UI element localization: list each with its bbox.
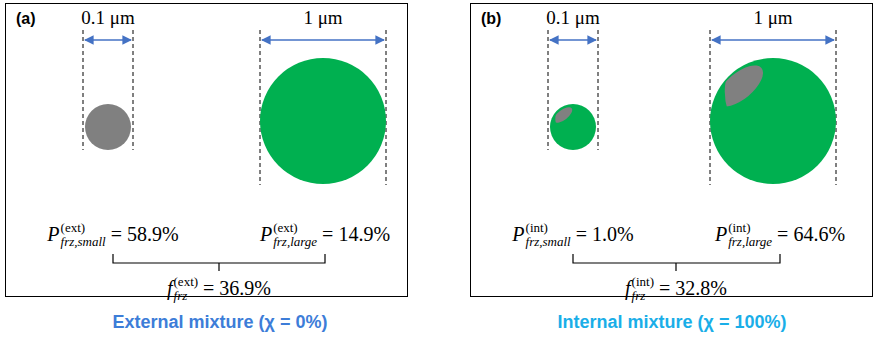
formula-symbol: P bbox=[260, 223, 272, 246]
large-particle bbox=[710, 58, 836, 184]
ins-inclusion bbox=[551, 104, 574, 125]
dimension-arrows bbox=[85, 39, 834, 41]
dimension-label: 0.1 μm bbox=[81, 7, 134, 29]
bracket bbox=[113, 254, 780, 271]
formula-symbol: P bbox=[47, 223, 59, 246]
formula-indices: (int)frz,large bbox=[728, 221, 772, 248]
large-particle bbox=[260, 58, 386, 184]
formula-value: = 36.9% bbox=[203, 277, 271, 300]
panel-box: (a) bbox=[5, 3, 408, 297]
formula-superscript: (int) bbox=[526, 221, 571, 235]
formula-subscript: frz bbox=[632, 289, 654, 303]
formula-subscript: frz,small bbox=[526, 235, 571, 249]
formula-indices: (ext)frz,small bbox=[61, 221, 106, 248]
formula-label: P(ext)frz,small= 58.9% bbox=[47, 221, 178, 248]
small-particle bbox=[550, 104, 596, 150]
formula-symbol: f bbox=[625, 277, 631, 300]
formula-subscript: frz,large bbox=[273, 235, 317, 249]
panel-box: (b) bbox=[470, 3, 873, 297]
formula-value: = 32.8% bbox=[659, 277, 727, 300]
formula-indices: (int)frz bbox=[632, 275, 654, 302]
formula-superscript: (ext) bbox=[174, 275, 199, 289]
formula-superscript: (ext) bbox=[273, 221, 317, 235]
formula-label: P(int)frz,large= 64.6% bbox=[715, 221, 845, 248]
panel-tag: (a) bbox=[16, 10, 36, 28]
panel-tag: (b) bbox=[481, 10, 501, 28]
formula-label: P(ext)frz,large= 14.9% bbox=[260, 221, 390, 248]
caption-label: Internal mixture (χ = 100%) bbox=[558, 312, 787, 333]
formula-label: f(int)frz= 32.8% bbox=[625, 275, 727, 302]
formula-superscript: (int) bbox=[632, 275, 654, 289]
formula-superscript: (int) bbox=[728, 221, 772, 235]
small-particle bbox=[85, 104, 131, 150]
formula-indices: (ext)frz,large bbox=[273, 221, 317, 248]
dimension-label: 0.1 μm bbox=[546, 7, 599, 29]
formula-value: = 64.6% bbox=[777, 223, 845, 246]
formula-indices: (int)frz,small bbox=[526, 221, 571, 248]
dimension-label: 1 μm bbox=[303, 7, 342, 29]
formula-value: = 1.0% bbox=[576, 223, 634, 246]
formula-value: = 14.9% bbox=[322, 223, 390, 246]
formula-value: = 58.9% bbox=[111, 223, 179, 246]
formula-superscript: (ext) bbox=[61, 221, 106, 235]
caption-label: External mixture (χ = 0%) bbox=[113, 312, 328, 333]
formula-symbol: P bbox=[715, 223, 727, 246]
formula-indices: (ext)frz bbox=[174, 275, 199, 302]
ins-inclusion bbox=[710, 58, 770, 114]
formula-label: f(ext)frz= 36.9% bbox=[167, 275, 271, 302]
formula-label: P(int)frz,small= 1.0% bbox=[512, 221, 633, 248]
formula-symbol: P bbox=[512, 223, 524, 246]
formula-symbol: f bbox=[167, 277, 173, 300]
dashed-guides bbox=[83, 30, 836, 185]
formula-subscript: frz,small bbox=[61, 235, 106, 249]
dimension-label: 1 μm bbox=[753, 7, 792, 29]
formula-subscript: frz bbox=[174, 289, 199, 303]
formula-subscript: frz,large bbox=[728, 235, 772, 249]
